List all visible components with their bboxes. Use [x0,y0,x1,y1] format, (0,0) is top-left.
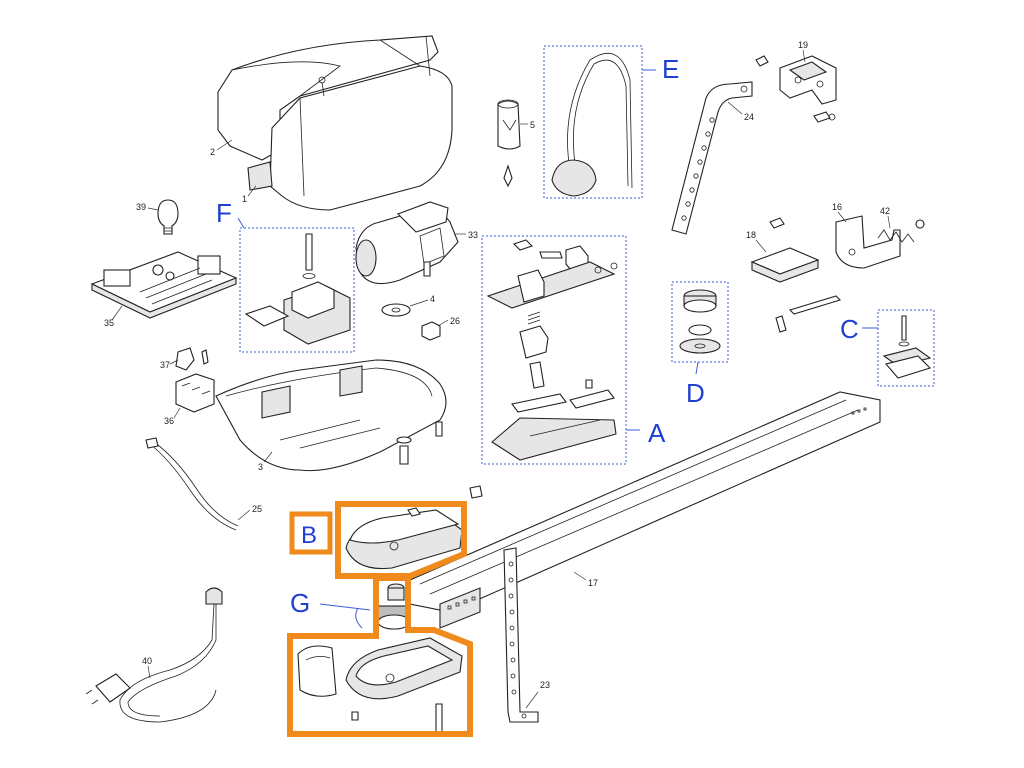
lower-cover-assembly [297,637,463,737]
part-4-washer [381,303,411,317]
highlight-tag-b [289,511,333,555]
highlight-frame-lower [287,575,473,737]
part-17-rail [409,391,881,629]
label-35: 35 [104,318,114,328]
group-e-pull-cord [543,45,656,199]
part-39-bulb [157,199,179,235]
label-39: 39 [136,202,146,212]
label-26: 26 [450,316,460,326]
part-35-circuit-board [90,251,238,319]
part-16-bracket [835,215,901,269]
label-2: 2 [210,147,215,157]
group-letter-b: B [301,522,317,549]
label-24: 24 [744,112,754,122]
group-b-upper-cover [345,485,483,570]
group-letter-g: G [290,588,310,618]
part-5-sleeve [497,99,521,188]
motor-cover [217,35,453,211]
label-42: 42 [880,206,890,216]
part-42-spring [877,219,925,243]
label-18: 18 [746,230,756,240]
part-23-strap [503,547,539,723]
group-d-gears [671,281,729,375]
group-g-drive-sprocket [319,583,411,630]
group-letter-d: D [686,378,705,408]
label-17: 17 [588,578,598,588]
part-40-power-cord [85,587,223,723]
label-37: 37 [160,360,170,370]
label-40: 40 [142,656,152,666]
group-a-carriage [481,235,640,465]
label-16: 16 [832,202,842,212]
label-23: 23 [540,680,550,690]
group-letter-a: A [648,418,666,448]
label-36: 36 [164,416,174,426]
part-18-plate [750,217,842,333]
part-3-base-housing [215,359,447,472]
part-26-block [421,321,441,341]
label-19: 19 [798,40,808,50]
label-3: 3 [258,462,263,472]
part-19-door-bracket [755,55,837,123]
part-37-clip [175,347,209,371]
group-letter-f: F [216,198,232,228]
label-5: 5 [530,120,535,130]
label-25: 25 [252,504,262,514]
part-24-curved-arm [671,81,753,235]
highlight-frame-b [335,501,467,579]
label-1: 1 [242,194,247,204]
group-letter-c: C [840,314,859,344]
group-f-transformer [237,217,355,353]
part-25-wire-harness [145,437,239,531]
group-c-bracket [862,309,935,387]
label-4: 4 [430,294,435,304]
label-33: 33 [468,230,478,240]
part-33-gear-motor [355,201,459,285]
group-letter-e: E [662,54,679,84]
part-36-terminal-block [175,373,215,413]
